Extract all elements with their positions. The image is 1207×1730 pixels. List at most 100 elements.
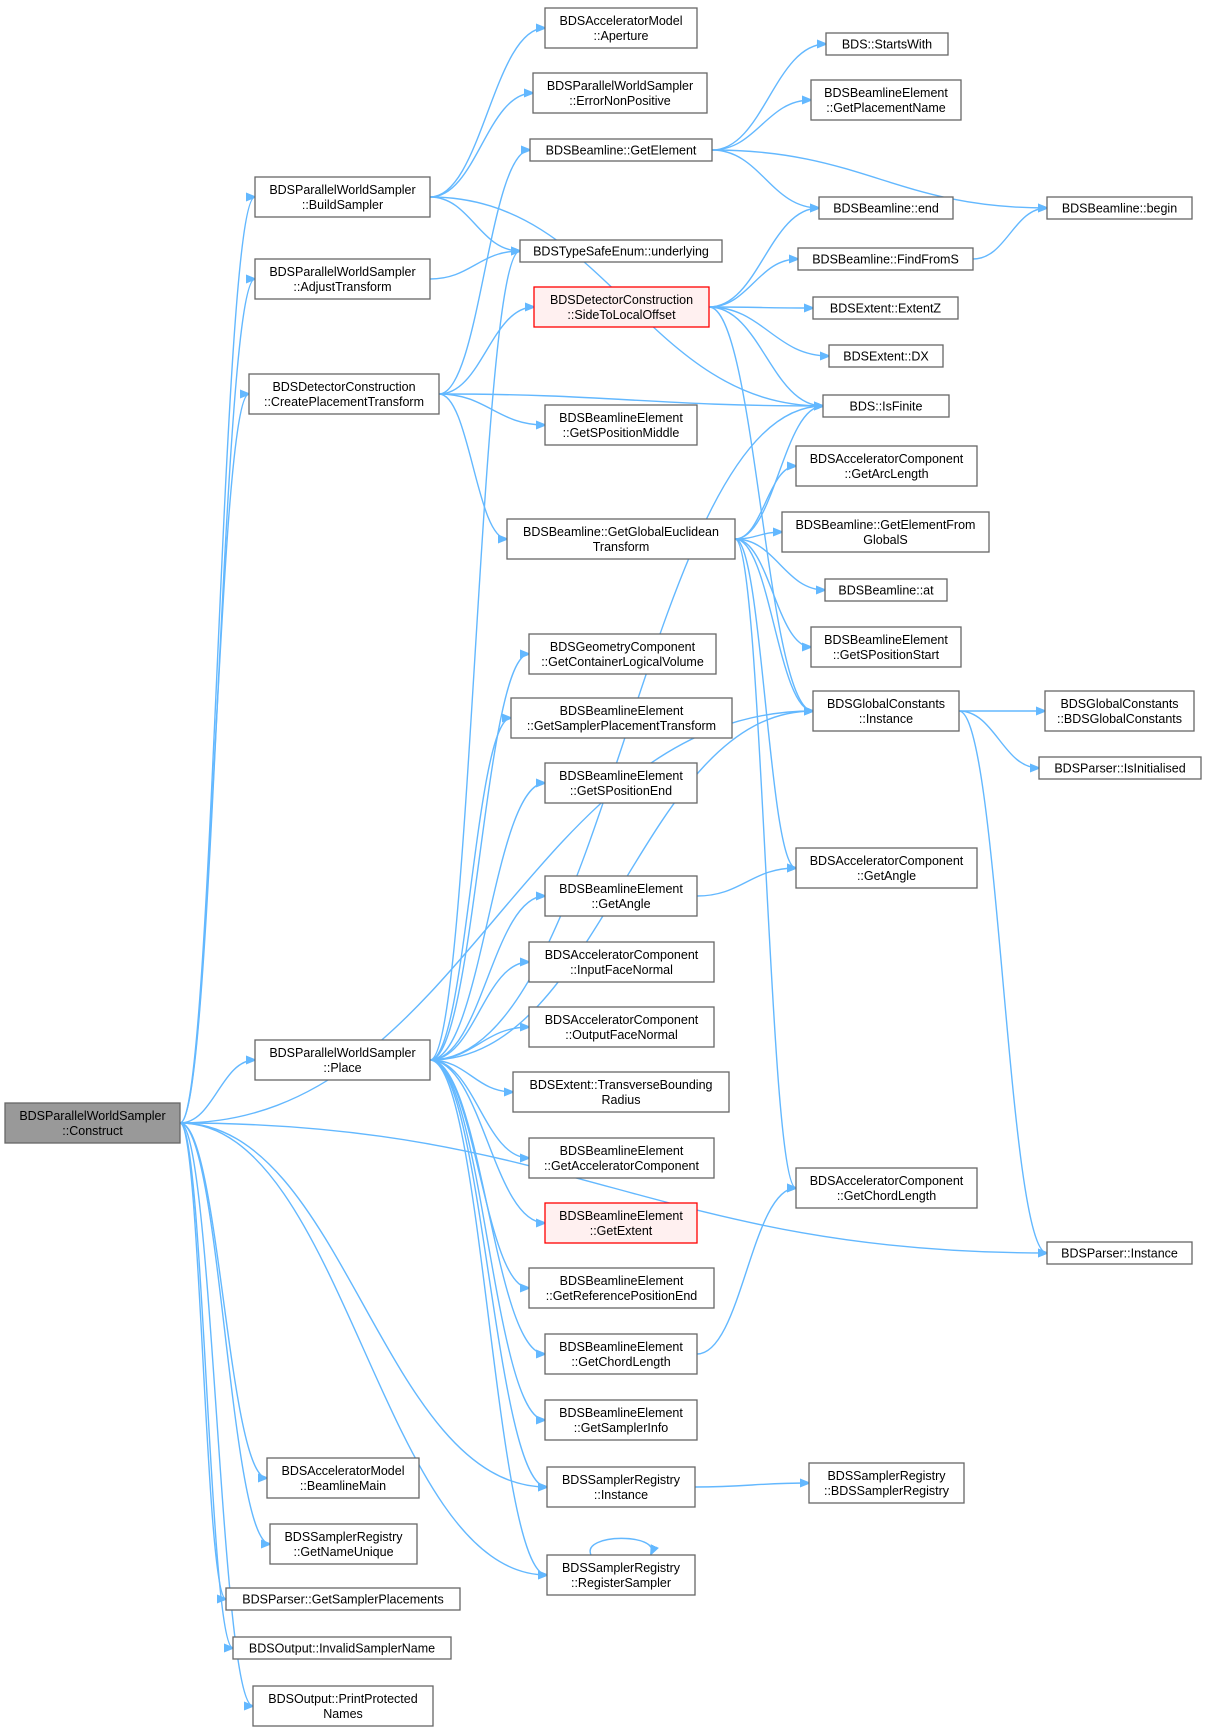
node-samplerRegInstance[interactable]: BDSSamplerRegistry::Instance — [546, 1466, 696, 1508]
edge-construct-to-samplerRegInstance — [179, 1122, 547, 1487]
node-sideToLocal[interactable]: BDSDetectorConstruction::SideToLocalOffs… — [533, 286, 710, 328]
node-findFromS[interactable]: BDSBeamline::FindFromS — [797, 247, 974, 271]
node-label: ::GetPlacementName — [826, 101, 946, 115]
node-label: BDSParser::GetSamplerPlacements — [242, 1593, 443, 1607]
node-getSamplerPlacements[interactable]: BDSParser::GetSamplerPlacements — [225, 1587, 461, 1611]
node-label: BDSParallelWorldSampler — [269, 265, 415, 279]
node-bAt[interactable]: BDSBeamline::at — [824, 578, 948, 602]
edge-getElement-to-getPlacementName — [711, 100, 811, 151]
node-getPlacementName[interactable]: BDSBeamlineElement::GetPlacementName — [810, 79, 962, 121]
edge-sideToLocal-to-globalConstInstance — [708, 306, 813, 711]
node-errorNonPositive[interactable]: BDSParallelWorldSampler::ErrorNonPositiv… — [532, 72, 708, 114]
node-samplerRegCtor[interactable]: BDSSamplerRegistry::BDSSamplerRegistry — [808, 1462, 965, 1504]
node-startsWith[interactable]: BDS::StartsWith — [825, 32, 949, 56]
node-parserInstance[interactable]: BDSParser::Instance — [1046, 1241, 1193, 1265]
node-label: BDSOutput::PrintProtected — [268, 1692, 417, 1706]
node-label: ::GetSPositionStart — [833, 648, 940, 662]
node-isFinite[interactable]: BDS::IsFinite — [822, 394, 950, 418]
node-acGetChordLength[interactable]: BDSAcceleratorComponent::GetChordLength — [795, 1167, 978, 1209]
node-parserIsInit[interactable]: BDSParser::IsInitialised — [1038, 756, 1202, 780]
node-label: ::InputFaceNormal — [570, 963, 673, 977]
node-label: ::Place — [323, 1061, 361, 1075]
node-box — [232, 1636, 452, 1660]
edge-place-to-transBounding — [429, 1059, 513, 1092]
node-globalConstCtor[interactable]: BDSGlobalConstants::BDSGlobalConstants — [1044, 690, 1195, 732]
edge-getGlobalEuclid-to-getElementFromGlobalS — [734, 532, 782, 540]
node-buildSampler[interactable]: BDSParallelWorldSampler::BuildSampler — [254, 176, 431, 218]
node-getContainerLV[interactable]: BDSGeometryComponent::GetContainerLogica… — [528, 633, 717, 675]
node-construct[interactable]: BDSParallelWorldSampler::Construct — [4, 1102, 181, 1144]
node-adjustTransform[interactable]: BDSParallelWorldSampler::AdjustTransform — [254, 258, 431, 300]
node-box — [225, 1587, 461, 1611]
node-label: Radius — [602, 1093, 641, 1107]
node-getSPosStart[interactable]: BDSBeamlineElement::GetSPositionStart — [810, 626, 962, 668]
node-label: BDSBeamlineElement — [559, 769, 683, 783]
node-bBegin[interactable]: BDSBeamline::begin — [1046, 196, 1193, 220]
node-getElement[interactable]: BDSBeamline::GetElement — [529, 138, 713, 162]
edge-construct-to-invalidSamplerName — [179, 1122, 233, 1648]
node-label: BDSDetectorConstruction — [550, 293, 693, 307]
node-getExtent[interactable]: BDSBeamlineElement::GetExtent — [544, 1202, 698, 1244]
node-label: ::GetReferencePositionEnd — [546, 1289, 698, 1303]
node-box — [1046, 196, 1193, 220]
node-globalConstInstance[interactable]: BDSGlobalConstants::Instance — [812, 690, 960, 732]
node-beamlineMain[interactable]: BDSAcceleratorModel::BeamlineMain — [266, 1457, 420, 1499]
node-label: ::GetContainerLogicalVolume — [541, 655, 704, 669]
edge-construct-to-registerSampler — [179, 1122, 547, 1575]
node-beGetAngle[interactable]: BDSBeamlineElement::GetAngle — [544, 875, 698, 917]
node-outputFaceNormal[interactable]: BDSAcceleratorComponent::OutputFaceNorma… — [528, 1006, 715, 1048]
node-getAccComp[interactable]: BDSBeamlineElement::GetAcceleratorCompon… — [528, 1137, 715, 1179]
node-box — [812, 690, 960, 732]
node-box — [795, 445, 978, 487]
node-invalidSamplerName[interactable]: BDSOutput::InvalidSamplerName — [232, 1636, 452, 1660]
node-box — [544, 1399, 698, 1441]
node-label: BDSParallelWorldSampler — [269, 183, 415, 197]
edge-sideToLocal-to-bEnd — [708, 208, 819, 308]
node-label: BDSGeometryComponent — [550, 640, 696, 654]
node-getSPosMiddle[interactable]: BDSBeamlineElement::GetSPositionMiddle — [544, 404, 698, 446]
node-box — [506, 518, 736, 560]
node-underlying[interactable]: BDSTypeSafeEnum::underlying — [519, 239, 723, 263]
edge-construct-to-getNameUnique — [179, 1122, 270, 1544]
node-box — [781, 511, 990, 553]
node-extentZ[interactable]: BDSExtent::ExtentZ — [812, 296, 959, 320]
edge-place-to-getSPosEnd — [429, 783, 545, 1061]
node-createPlacement[interactable]: BDSDetectorConstruction::CreatePlacement… — [248, 373, 440, 415]
node-label: BDSBeamlineElement — [559, 1406, 683, 1420]
node-registerSampler[interactable]: BDSSamplerRegistry::RegisterSampler — [546, 1554, 696, 1596]
edge-construct-to-createPlacement — [179, 394, 249, 1124]
node-getSPosEnd[interactable]: BDSBeamlineElement::GetSPositionEnd — [544, 762, 698, 804]
node-box — [812, 296, 959, 320]
nodes-layer: BDSParallelWorldSampler::ConstructBDSPar… — [4, 7, 1202, 1727]
node-label: ::BDSGlobalConstants — [1057, 712, 1182, 726]
node-getNameUnique[interactable]: BDSSamplerRegistry::GetNameUnique — [269, 1523, 418, 1565]
node-aperture[interactable]: BDSAcceleratorModel::Aperture — [544, 7, 698, 49]
node-getSamplerInfo[interactable]: BDSBeamlineElement::GetSamplerInfo — [544, 1399, 698, 1441]
node-bEnd[interactable]: BDSBeamline::end — [818, 196, 954, 220]
node-place[interactable]: BDSParallelWorldSampler::Place — [254, 1039, 431, 1081]
node-label: BDSAcceleratorComponent — [810, 854, 964, 868]
node-getSamplerPT[interactable]: BDSBeamlineElement::GetSamplerPlacementT… — [510, 697, 733, 739]
node-label: ::BuildSampler — [302, 198, 383, 212]
node-box — [528, 1137, 715, 1179]
node-inputFaceNormal[interactable]: BDSAcceleratorComponent::InputFaceNormal — [528, 941, 715, 983]
node-label: BDSAcceleratorComponent — [545, 948, 699, 962]
node-label: BDSExtent::TransverseBounding — [530, 1078, 713, 1092]
node-label: BDSBeamlineElement — [824, 633, 948, 647]
node-beGetChordLength[interactable]: BDSBeamlineElement::GetChordLength — [544, 1333, 698, 1375]
edge-sideToLocal-to-extentDX — [708, 306, 829, 356]
node-getRefPosEnd[interactable]: BDSBeamlineElement::GetReferencePosition… — [528, 1267, 715, 1309]
edge-createPlacement-to-getElement — [438, 150, 530, 395]
edge-construct-to-printProtected — [179, 1122, 253, 1706]
node-label: BDSBeamlineElement — [560, 1144, 684, 1158]
node-label: BDSOutput::InvalidSamplerName — [249, 1642, 435, 1656]
node-label: ::BDSSamplerRegistry — [824, 1484, 950, 1498]
node-extentDX[interactable]: BDSExtent::DX — [828, 344, 944, 368]
edge-construct-to-buildSampler — [179, 197, 255, 1124]
node-getArcLength[interactable]: BDSAcceleratorComponent::GetArcLength — [795, 445, 978, 487]
node-acGetAngle[interactable]: BDSAcceleratorComponent::GetAngle — [795, 847, 978, 889]
